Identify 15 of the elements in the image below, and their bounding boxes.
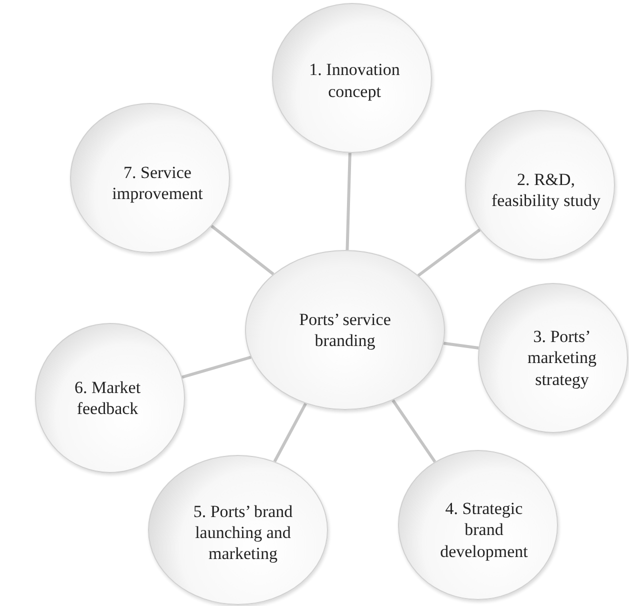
connector-line xyxy=(443,342,479,350)
node-label: 7. Service improvement xyxy=(111,162,204,204)
node-label: Ports’ service branding xyxy=(298,308,392,352)
node-label: 5. Ports’ brand launching and marketing xyxy=(192,500,294,564)
connector-line xyxy=(210,224,274,276)
connector-line xyxy=(182,356,252,379)
node-label: 1. Innovation concept xyxy=(308,59,401,102)
connector-line xyxy=(273,402,307,462)
node-label: 4. Strategic brand development xyxy=(439,498,529,562)
node-label: 3. Ports’ marketing strategy xyxy=(526,326,598,390)
connector-line xyxy=(417,228,481,277)
node-label: 6. Market feedback xyxy=(73,376,142,420)
connector-line xyxy=(346,152,352,250)
node-label: 2. R&D, feasibility study xyxy=(491,168,601,212)
connector-line xyxy=(392,399,436,463)
